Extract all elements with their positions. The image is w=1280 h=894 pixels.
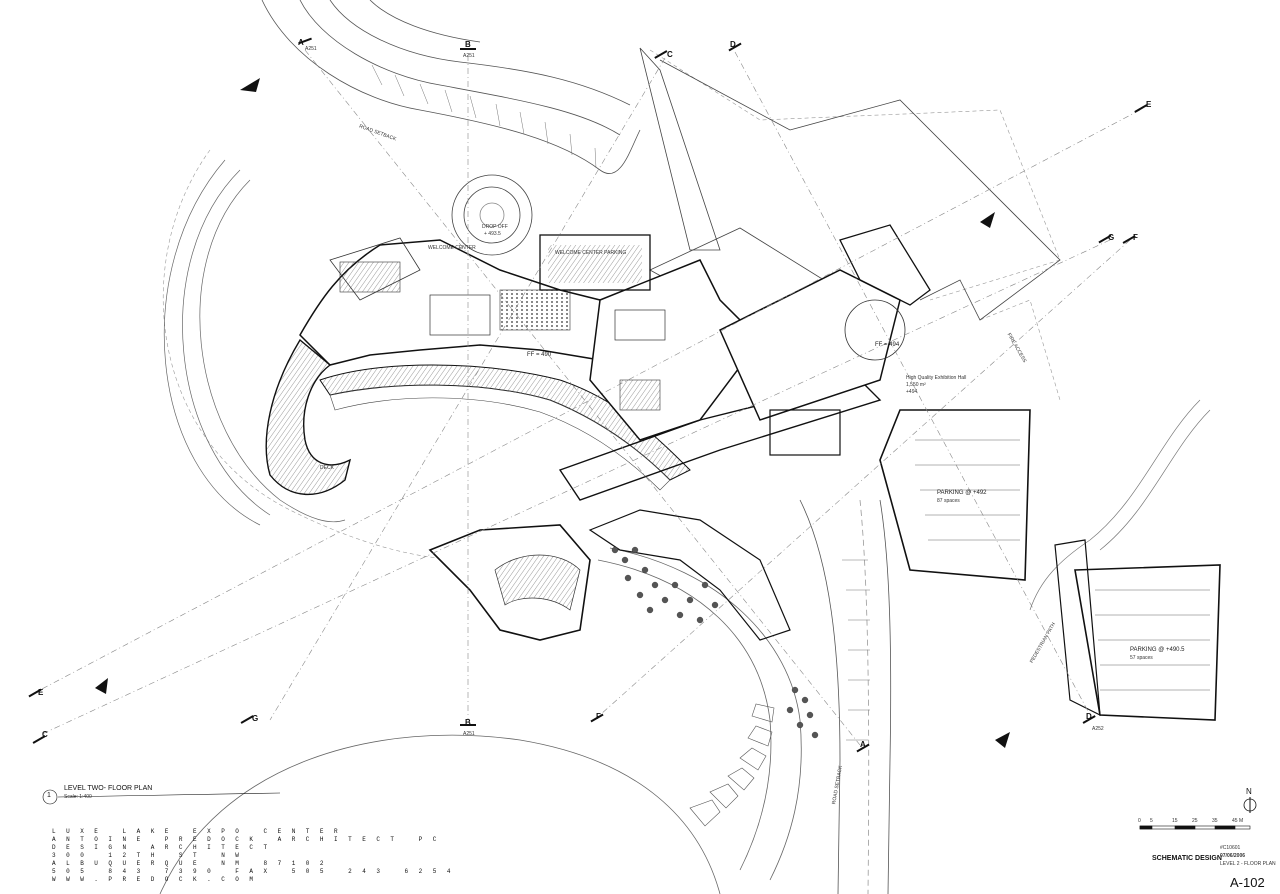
sheet-date: 07/06/2006 bbox=[1220, 853, 1246, 859]
west-berm-arcs bbox=[164, 159, 346, 526]
section-a-ref-top: A251 bbox=[305, 46, 317, 52]
section-e-label-bottom: E bbox=[38, 688, 44, 697]
north-label: N bbox=[1246, 787, 1252, 796]
deck-label: DECK bbox=[320, 465, 334, 471]
office-line: LUXE LAKE EXPO CENTER bbox=[52, 828, 349, 835]
section-b-ref-top: A251 bbox=[463, 53, 475, 59]
sheet-number: A-102 bbox=[1230, 875, 1265, 890]
welcome-parking-label: WELCOME CENTER PARKING bbox=[555, 250, 627, 256]
office-line: ANTOINE PREDOCK ARCHITECT PC bbox=[52, 836, 447, 843]
section-b-label-top: B bbox=[465, 40, 471, 49]
north-arrow-icon bbox=[1243, 797, 1257, 813]
drawing-scale: Scale: 1:400 bbox=[64, 794, 92, 800]
east-road bbox=[799, 499, 892, 894]
far-east-path bbox=[1029, 399, 1211, 611]
office-line: 300 12TH ST NW bbox=[52, 852, 250, 859]
scale-tick: 35 bbox=[1212, 818, 1218, 824]
drop-off-label: DROP OFF bbox=[482, 224, 508, 230]
office-line: WWW.PREDOCK.COM bbox=[52, 876, 264, 883]
landscape-trees bbox=[611, 546, 819, 739]
project-number: #C10601 bbox=[1220, 845, 1241, 851]
phase-label: SCHEMATIC DESIGN bbox=[1152, 855, 1222, 862]
office-line: DESIGN ARCHITECT bbox=[52, 844, 278, 851]
ff-494-label: FF = 494 bbox=[875, 342, 900, 348]
hall-elevation: +494 bbox=[906, 389, 918, 395]
section-d-label-bottom: D bbox=[1086, 712, 1092, 721]
drawing-title: LEVEL TWO- FLOOR PLAN bbox=[64, 785, 153, 792]
south-stalls bbox=[689, 703, 775, 827]
scale-tick: 45 M bbox=[1232, 818, 1244, 824]
section-f-label-bottom: F bbox=[596, 712, 601, 721]
roundabout bbox=[451, 174, 533, 256]
office-line: ALBUQUERQUE NM 87102 bbox=[52, 860, 335, 867]
west-deck-wing bbox=[265, 338, 352, 496]
section-a-label-top: A bbox=[298, 38, 304, 47]
central-spine bbox=[539, 224, 931, 501]
welcome-center-wing bbox=[299, 237, 621, 366]
section-e-label-top: E bbox=[1146, 100, 1152, 109]
ff-490-label: FF = 490 bbox=[527, 352, 552, 358]
scale-tick: 15 bbox=[1172, 818, 1178, 824]
welcome-center-label: WELCOME CENTER bbox=[428, 245, 476, 251]
parking-structure-2 bbox=[1054, 539, 1221, 721]
parking-2-spaces: 57 spaces bbox=[1130, 655, 1153, 661]
scale-bar bbox=[1139, 825, 1251, 830]
east-road-stalls bbox=[842, 559, 870, 741]
scale-tick: 0 bbox=[1138, 818, 1141, 824]
office-line: 505 843 7390 FAX 505 243 6254 bbox=[52, 868, 461, 875]
section-b-label-bottom: B bbox=[465, 718, 471, 727]
hall-label: High Quality Exhibition Hall bbox=[906, 375, 967, 381]
section-c-label-bottom: C bbox=[42, 730, 48, 739]
section-d-label-top: D bbox=[730, 40, 736, 49]
section-marker-arrows bbox=[28, 37, 1148, 753]
drawing-number: 1 bbox=[47, 792, 51, 799]
seating-crescent bbox=[319, 364, 691, 491]
north-road-stalls bbox=[371, 64, 597, 169]
hall-area: 1,550 m² bbox=[906, 382, 926, 388]
access-road-north bbox=[261, 0, 641, 174]
section-a-label-bottom: A bbox=[860, 740, 866, 749]
section-g-label-bottom: G bbox=[252, 714, 259, 723]
section-f-label-right: F bbox=[1133, 233, 1138, 242]
parking-2-label: PARKING @ +490.5 bbox=[1130, 647, 1185, 653]
scale-tick: 25 bbox=[1192, 818, 1198, 824]
section-g-label-right: G bbox=[1108, 233, 1115, 242]
section-d-ref-bottom: A252 bbox=[1092, 726, 1104, 732]
scale-tick: 5 bbox=[1150, 818, 1153, 824]
site-boundary bbox=[163, 49, 1061, 561]
parking-structure-1 bbox=[879, 409, 1031, 581]
office-title-block: LUXE LAKE EXPO CENTER ANTOINE PREDOCK AR… bbox=[52, 828, 461, 884]
south-auditorium bbox=[428, 509, 791, 641]
sheet-description: LEVEL 2 - FLOOR PLAN bbox=[1220, 861, 1276, 867]
drawing-title-underline bbox=[42, 789, 281, 805]
drop-off-elevation: + 493.5 bbox=[484, 231, 501, 237]
section-cut-lines bbox=[39, 49, 1141, 746]
parking-1-spaces: 87 spaces bbox=[937, 498, 960, 504]
parking-1-label: PARKING @ +492 bbox=[937, 490, 987, 496]
section-c-label-top: C bbox=[667, 50, 673, 59]
section-b-ref-bottom: A251 bbox=[463, 731, 475, 737]
